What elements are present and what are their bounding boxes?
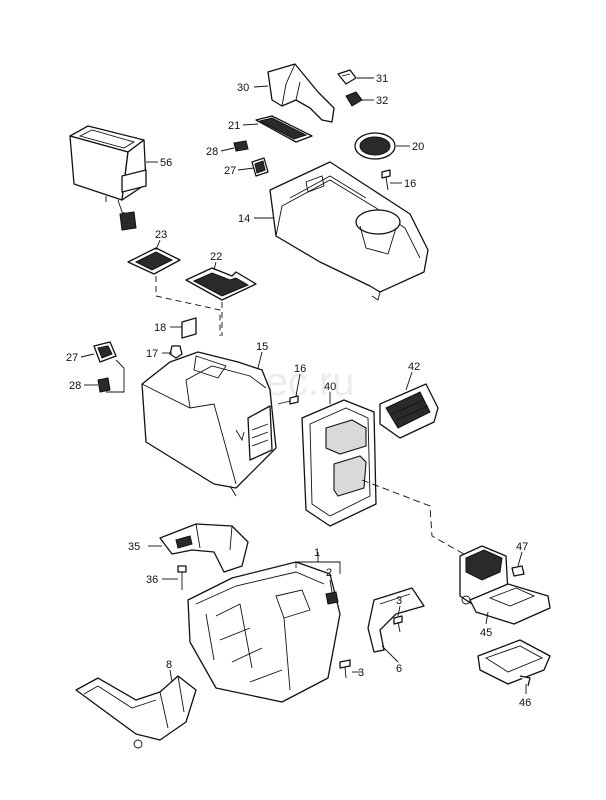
label-56: 56 [160,157,172,169]
label-30: 30 [237,82,249,94]
part-8-duct [75,675,197,749]
label-18: 18 [154,322,166,334]
part-46-tray [477,639,551,687]
label-3-lower: 3 [358,667,364,679]
part-36-screw [177,565,187,590]
part-45-control-unit [459,545,551,625]
label-28-left: 28 [69,380,81,392]
part-23-mat [127,247,181,275]
part-17-pin [169,345,183,359]
part-16-screw-middle [277,395,299,405]
callout-labels: 30 31 32 21 28 27 20 16 14 56 23 22 18 1… [66,73,531,709]
label-16-middle: 16 [294,363,306,375]
label-35: 35 [128,541,140,553]
label-42: 42 [408,361,420,373]
label-8: 8 [166,659,172,671]
label-17: 17 [146,348,158,360]
part-27-socket-left [93,341,117,363]
label-31: 31 [376,73,388,85]
part-20-round-mat [354,132,396,160]
label-46: 46 [519,697,531,709]
part-40-panel [301,399,377,527]
part-27-socket [251,157,269,177]
label-23: 23 [155,229,167,241]
label-45: 45 [480,627,492,639]
label-1: 1 [314,547,320,559]
part-31-clip [337,69,357,85]
part-42-vent [379,383,439,439]
part-14-console [269,161,429,301]
part-28-cap [233,140,249,152]
label-22: 22 [210,251,222,263]
part-56-box [69,125,147,231]
part-16-screw [381,169,391,191]
label-20: 20 [412,141,424,153]
label-2: 2 [326,567,332,579]
part-18-clip [181,317,197,339]
label-16-top: 16 [404,178,416,190]
part-28-cap-left [97,377,111,393]
part-22-mat [185,267,257,301]
leader-lines [80,77,527,694]
label-27-left: 27 [66,352,78,364]
part-35-bracket [159,523,249,573]
label-6: 6 [396,663,402,675]
part-2-clip [325,591,339,605]
label-21: 21 [228,120,240,132]
label-3-right: 3 [396,595,402,607]
label-15: 15 [256,341,268,353]
part-30-cover [267,63,335,123]
label-14: 14 [238,213,250,225]
part-3-screw-right [393,615,403,633]
label-32: 32 [376,95,388,107]
label-40: 40 [324,381,336,393]
part-1-frame [187,561,341,703]
part-15-rear-console [141,351,277,497]
part-21-mat [255,115,313,143]
part-32-nut [345,91,363,107]
part-6-bracket [367,587,425,653]
label-47: 47 [516,541,528,553]
part-3-screw-lower [339,659,351,679]
label-28-top: 28 [206,146,218,158]
label-36: 36 [146,574,158,586]
label-27-top: 27 [224,165,236,177]
